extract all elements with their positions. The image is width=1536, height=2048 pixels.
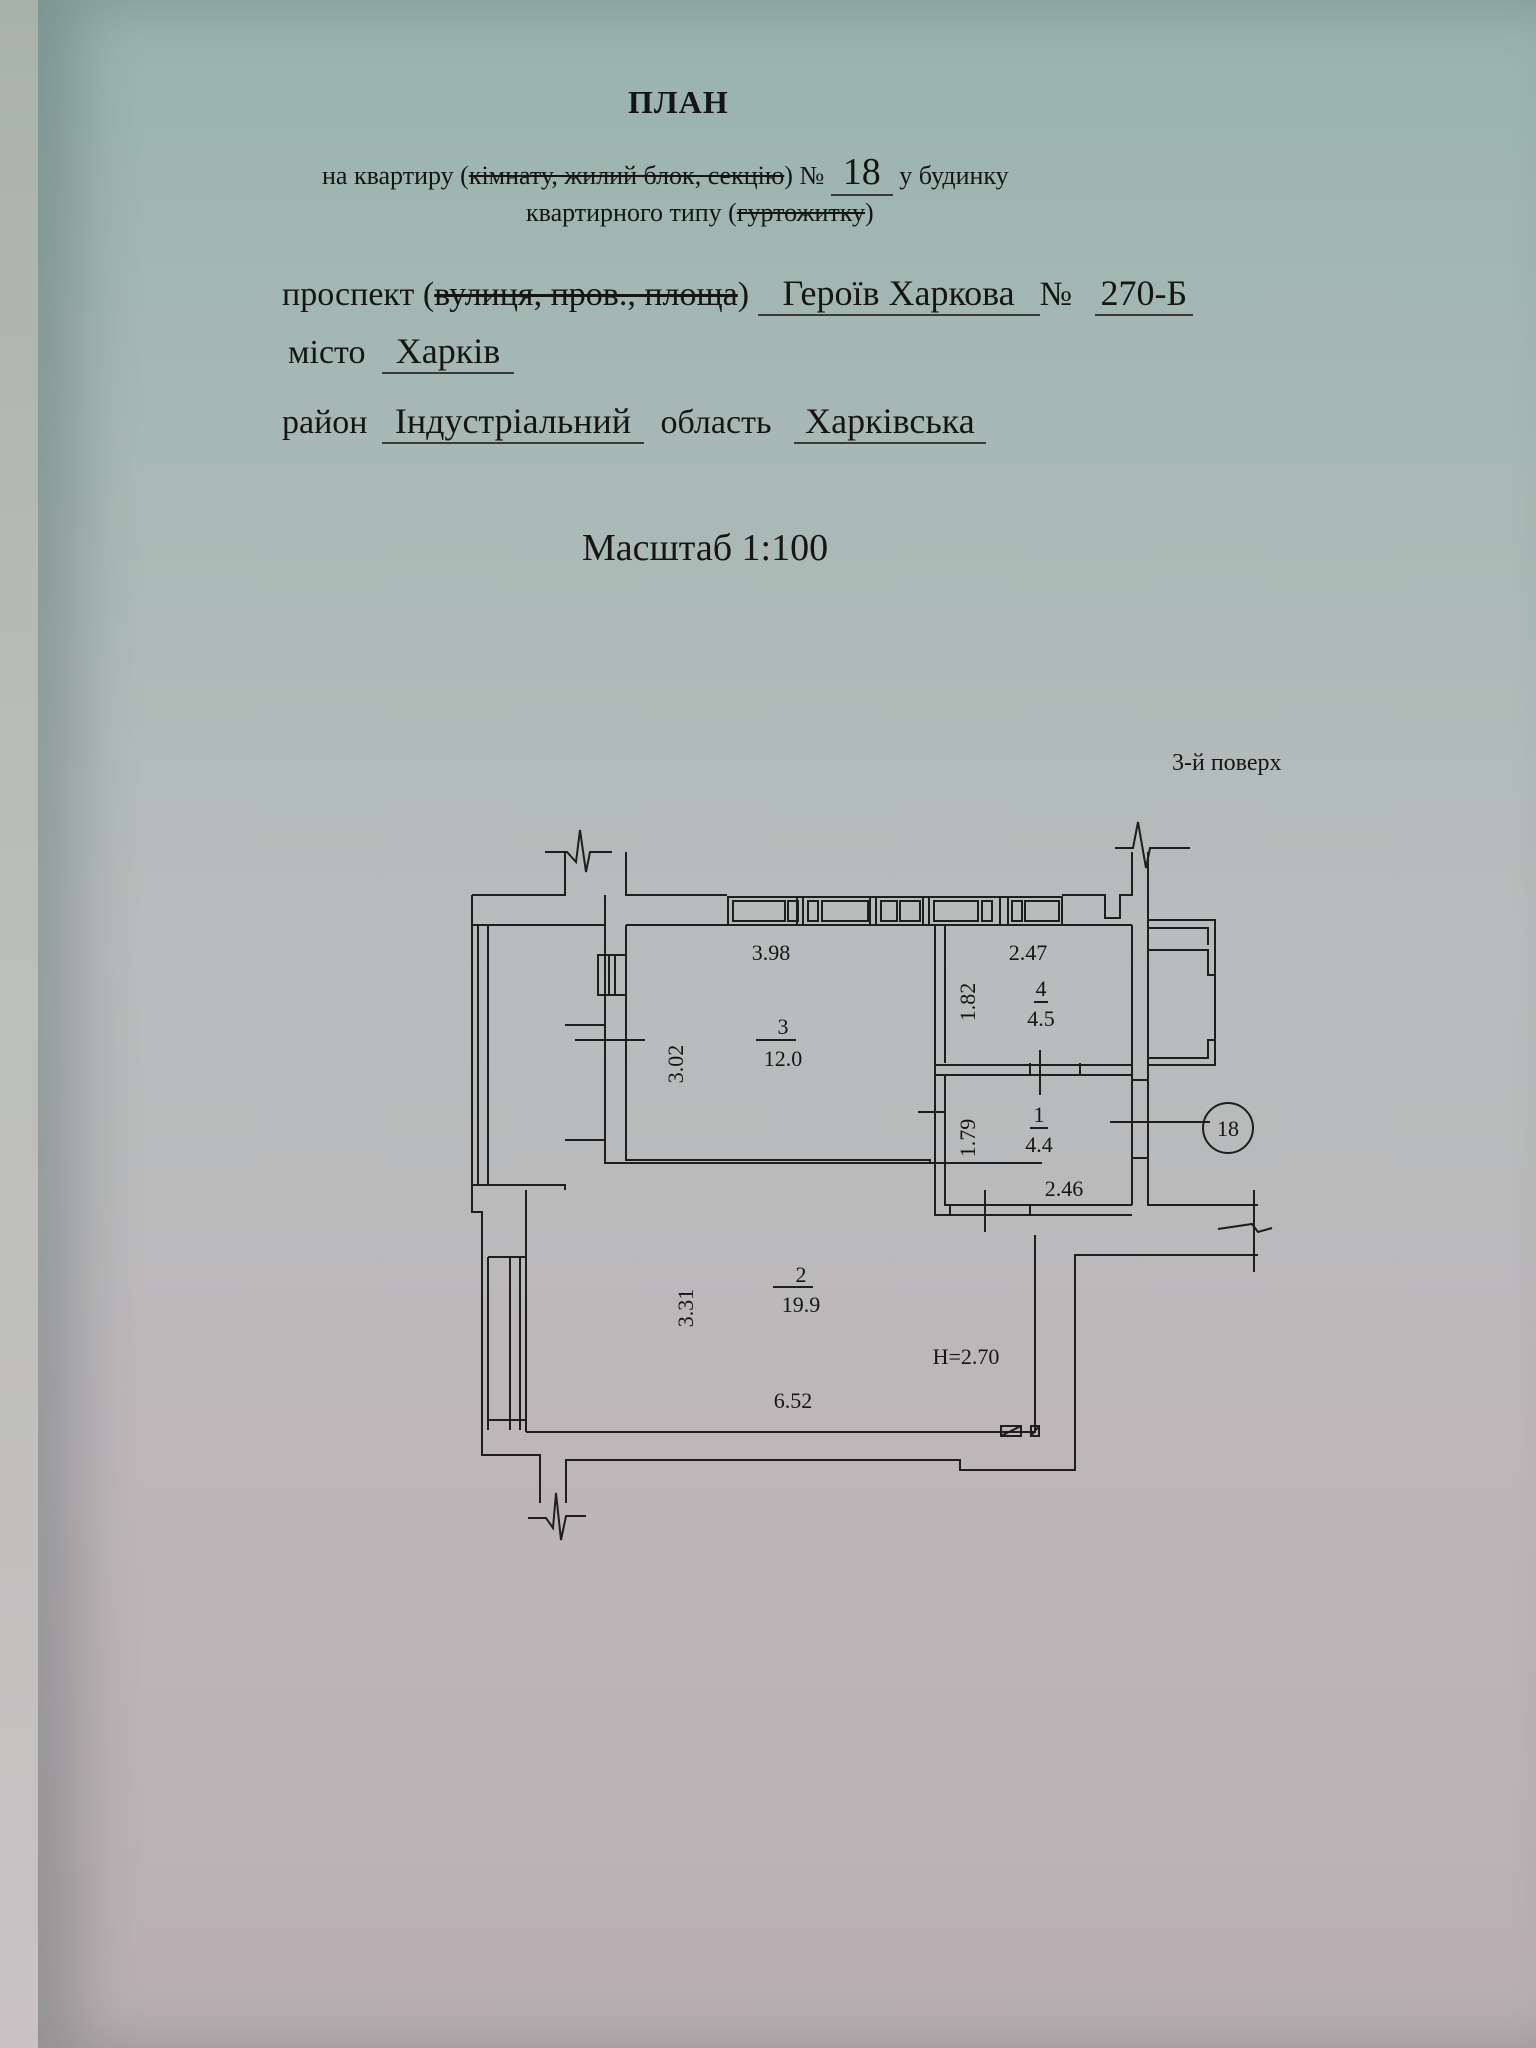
district-value: Індустріальний — [381, 400, 644, 444]
room4-length: 1.82 — [955, 983, 980, 1022]
room1-length: 1.79 — [955, 1119, 980, 1158]
document-page — [38, 0, 1536, 2048]
city-value: Харків — [381, 330, 514, 374]
room2-length: 3.31 — [673, 1289, 698, 1328]
struck-text: кімнату, жилий блок, секцію — [468, 161, 785, 190]
document-title: ПЛАН — [628, 84, 729, 120]
street-row: проспект (вулиця, пров., площа) Героїв Х… — [282, 272, 1194, 316]
room3-id: 3 — [778, 1014, 789, 1039]
floor-label: 3-й поверх — [1172, 750, 1282, 776]
subtitle-line-1: на квартиру (кімнату, жилий блок, секцію… — [322, 150, 1009, 196]
ceiling-height: H=2.70 — [933, 1344, 1000, 1369]
room2-area: 19.9 — [782, 1292, 821, 1317]
subtitle-line-2: квартирного типу (гуртожитку) — [526, 198, 874, 227]
room2-width: 6.52 — [774, 1388, 813, 1413]
city-row: місто Харків — [288, 330, 514, 374]
room4-id: 4 — [1036, 976, 1047, 1001]
room1-width: 2.46 — [1045, 1176, 1084, 1201]
room4-area: 4.5 — [1027, 1006, 1055, 1031]
apartment-number: 18 — [830, 150, 893, 196]
street-value: Героїв Харкова — [757, 272, 1040, 316]
room1-id: 1 — [1034, 1102, 1045, 1127]
room2-id: 2 — [796, 1262, 807, 1287]
struck-text: гуртожитку — [736, 198, 866, 227]
room4-width: 2.47 — [1009, 940, 1048, 965]
district-row: район Індустріальний область Харківська — [282, 400, 986, 444]
scale-label: Масштаб 1:100 — [582, 527, 829, 569]
apartment-marker: 18 — [1217, 1116, 1239, 1141]
region-value: Харківська — [793, 400, 986, 444]
room3-width: 3.98 — [752, 940, 791, 965]
room1-area: 4.4 — [1025, 1132, 1053, 1157]
building-number: 270-Б — [1094, 272, 1194, 316]
room3-area: 12.0 — [764, 1046, 803, 1071]
room3-length: 3.02 — [663, 1045, 688, 1084]
